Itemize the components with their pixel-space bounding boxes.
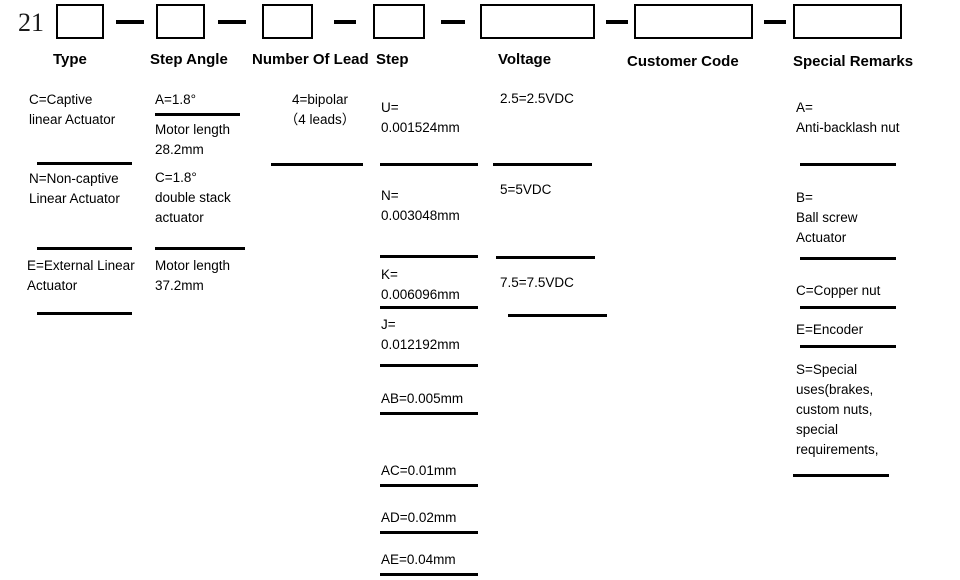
separator-dash-3 xyxy=(334,20,356,24)
column-heading-step-angle: Step Angle xyxy=(150,51,228,68)
remarks-rule-3 xyxy=(800,306,896,309)
code-box-number-of-lead[interactable] xyxy=(262,4,313,39)
step-rule-4 xyxy=(380,364,478,367)
type-entry-captive: C=Captive linear Actuator xyxy=(29,92,116,127)
step-rule-1 xyxy=(380,163,478,166)
voltage-entry-2-5: 2.5=2.5VDC xyxy=(500,91,574,106)
remarks-rule-4 xyxy=(800,345,896,348)
step-rule-7 xyxy=(380,531,478,534)
remarks-entry-a: A= Anti-backlash nut xyxy=(796,100,900,135)
customer-code-column-body xyxy=(627,85,777,505)
code-box-special-remarks[interactable] xyxy=(793,4,902,39)
remarks-rule-5 xyxy=(793,474,889,477)
remarks-entry-b: B= Ball screw Actuator xyxy=(796,190,858,245)
step-entry-n: N= 0.003048mm xyxy=(381,188,460,223)
step-angle-entry-motor-length-28: Motor length 28.2mm xyxy=(155,122,231,157)
remarks-rule-2 xyxy=(800,257,896,260)
code-box-type[interactable] xyxy=(56,4,104,39)
column-heading-number-of-lead: Number Of Lead xyxy=(252,51,369,68)
step-entry-ab: AB=0.005mm xyxy=(381,391,464,406)
step-rule-2 xyxy=(380,255,478,258)
step-entry-k: K= 0.006096mm xyxy=(381,267,460,302)
separator-dash-2 xyxy=(218,20,246,24)
column-heading-customer-code: Customer Code xyxy=(627,53,739,70)
lead-entry-bipolar: 4=bipolar （4 leads） xyxy=(284,92,356,127)
step-entry-ad: AD=0.02mm xyxy=(381,510,457,525)
step-entry-u: U= 0.001524mm xyxy=(381,100,460,135)
remarks-entry-s: S=Special uses(brakes, custom nuts, spec… xyxy=(796,362,879,457)
step-angle-rule-2 xyxy=(155,247,245,250)
type-rule-2 xyxy=(37,247,132,250)
step-entry-ac: AC=0.01mm xyxy=(381,463,457,478)
voltage-rule-1 xyxy=(493,163,592,166)
voltage-entry-7-5: 7.5=7.5VDC xyxy=(500,275,574,290)
lead-rule-1 xyxy=(271,163,363,166)
separator-dash-4 xyxy=(441,20,465,24)
type-rule-1 xyxy=(37,162,132,165)
type-entry-external: E=External Linear Actuator xyxy=(27,258,135,293)
voltage-rule-2 xyxy=(496,256,595,259)
column-heading-step: Step xyxy=(376,51,409,68)
separator-dash-1 xyxy=(116,20,144,24)
voltage-entry-5: 5=5VDC xyxy=(500,182,552,197)
type-rule-3 xyxy=(37,312,132,315)
voltage-rule-3 xyxy=(508,314,607,317)
step-rule-6 xyxy=(380,484,478,487)
column-heading-voltage: Voltage xyxy=(498,51,552,68)
step-angle-entry-a: A=1.8° xyxy=(155,92,197,107)
step-rule-5 xyxy=(380,412,478,415)
code-box-step-angle[interactable] xyxy=(156,4,205,39)
remarks-entry-e: E=Encoder xyxy=(796,322,864,337)
separator-dash-6 xyxy=(764,20,786,24)
remarks-entry-c: C=Copper nut xyxy=(796,283,881,298)
step-rule-8 xyxy=(380,573,478,576)
code-box-voltage[interactable] xyxy=(480,4,595,39)
step-angle-entry-motor-length-37: Motor length 37.2mm xyxy=(155,258,231,293)
prefix-number: 21 xyxy=(18,8,44,37)
separator-dash-5 xyxy=(606,20,628,24)
type-entry-non-captive: N=Non-captive Linear Actuator xyxy=(29,171,120,206)
column-heading-type: Type xyxy=(53,51,87,68)
code-box-step[interactable] xyxy=(373,4,425,39)
step-angle-entry-c: C=1.8° double stack actuator xyxy=(155,170,231,225)
step-entry-ae: AE=0.04mm xyxy=(381,552,456,567)
remarks-rule-1 xyxy=(800,163,896,166)
column-heading-special-remarks: Special Remarks xyxy=(793,53,914,70)
code-box-customer-code[interactable] xyxy=(634,4,753,39)
step-entry-j: J= 0.012192mm xyxy=(381,317,460,352)
step-rule-3 xyxy=(380,306,478,309)
step-angle-rule-1 xyxy=(155,113,240,116)
